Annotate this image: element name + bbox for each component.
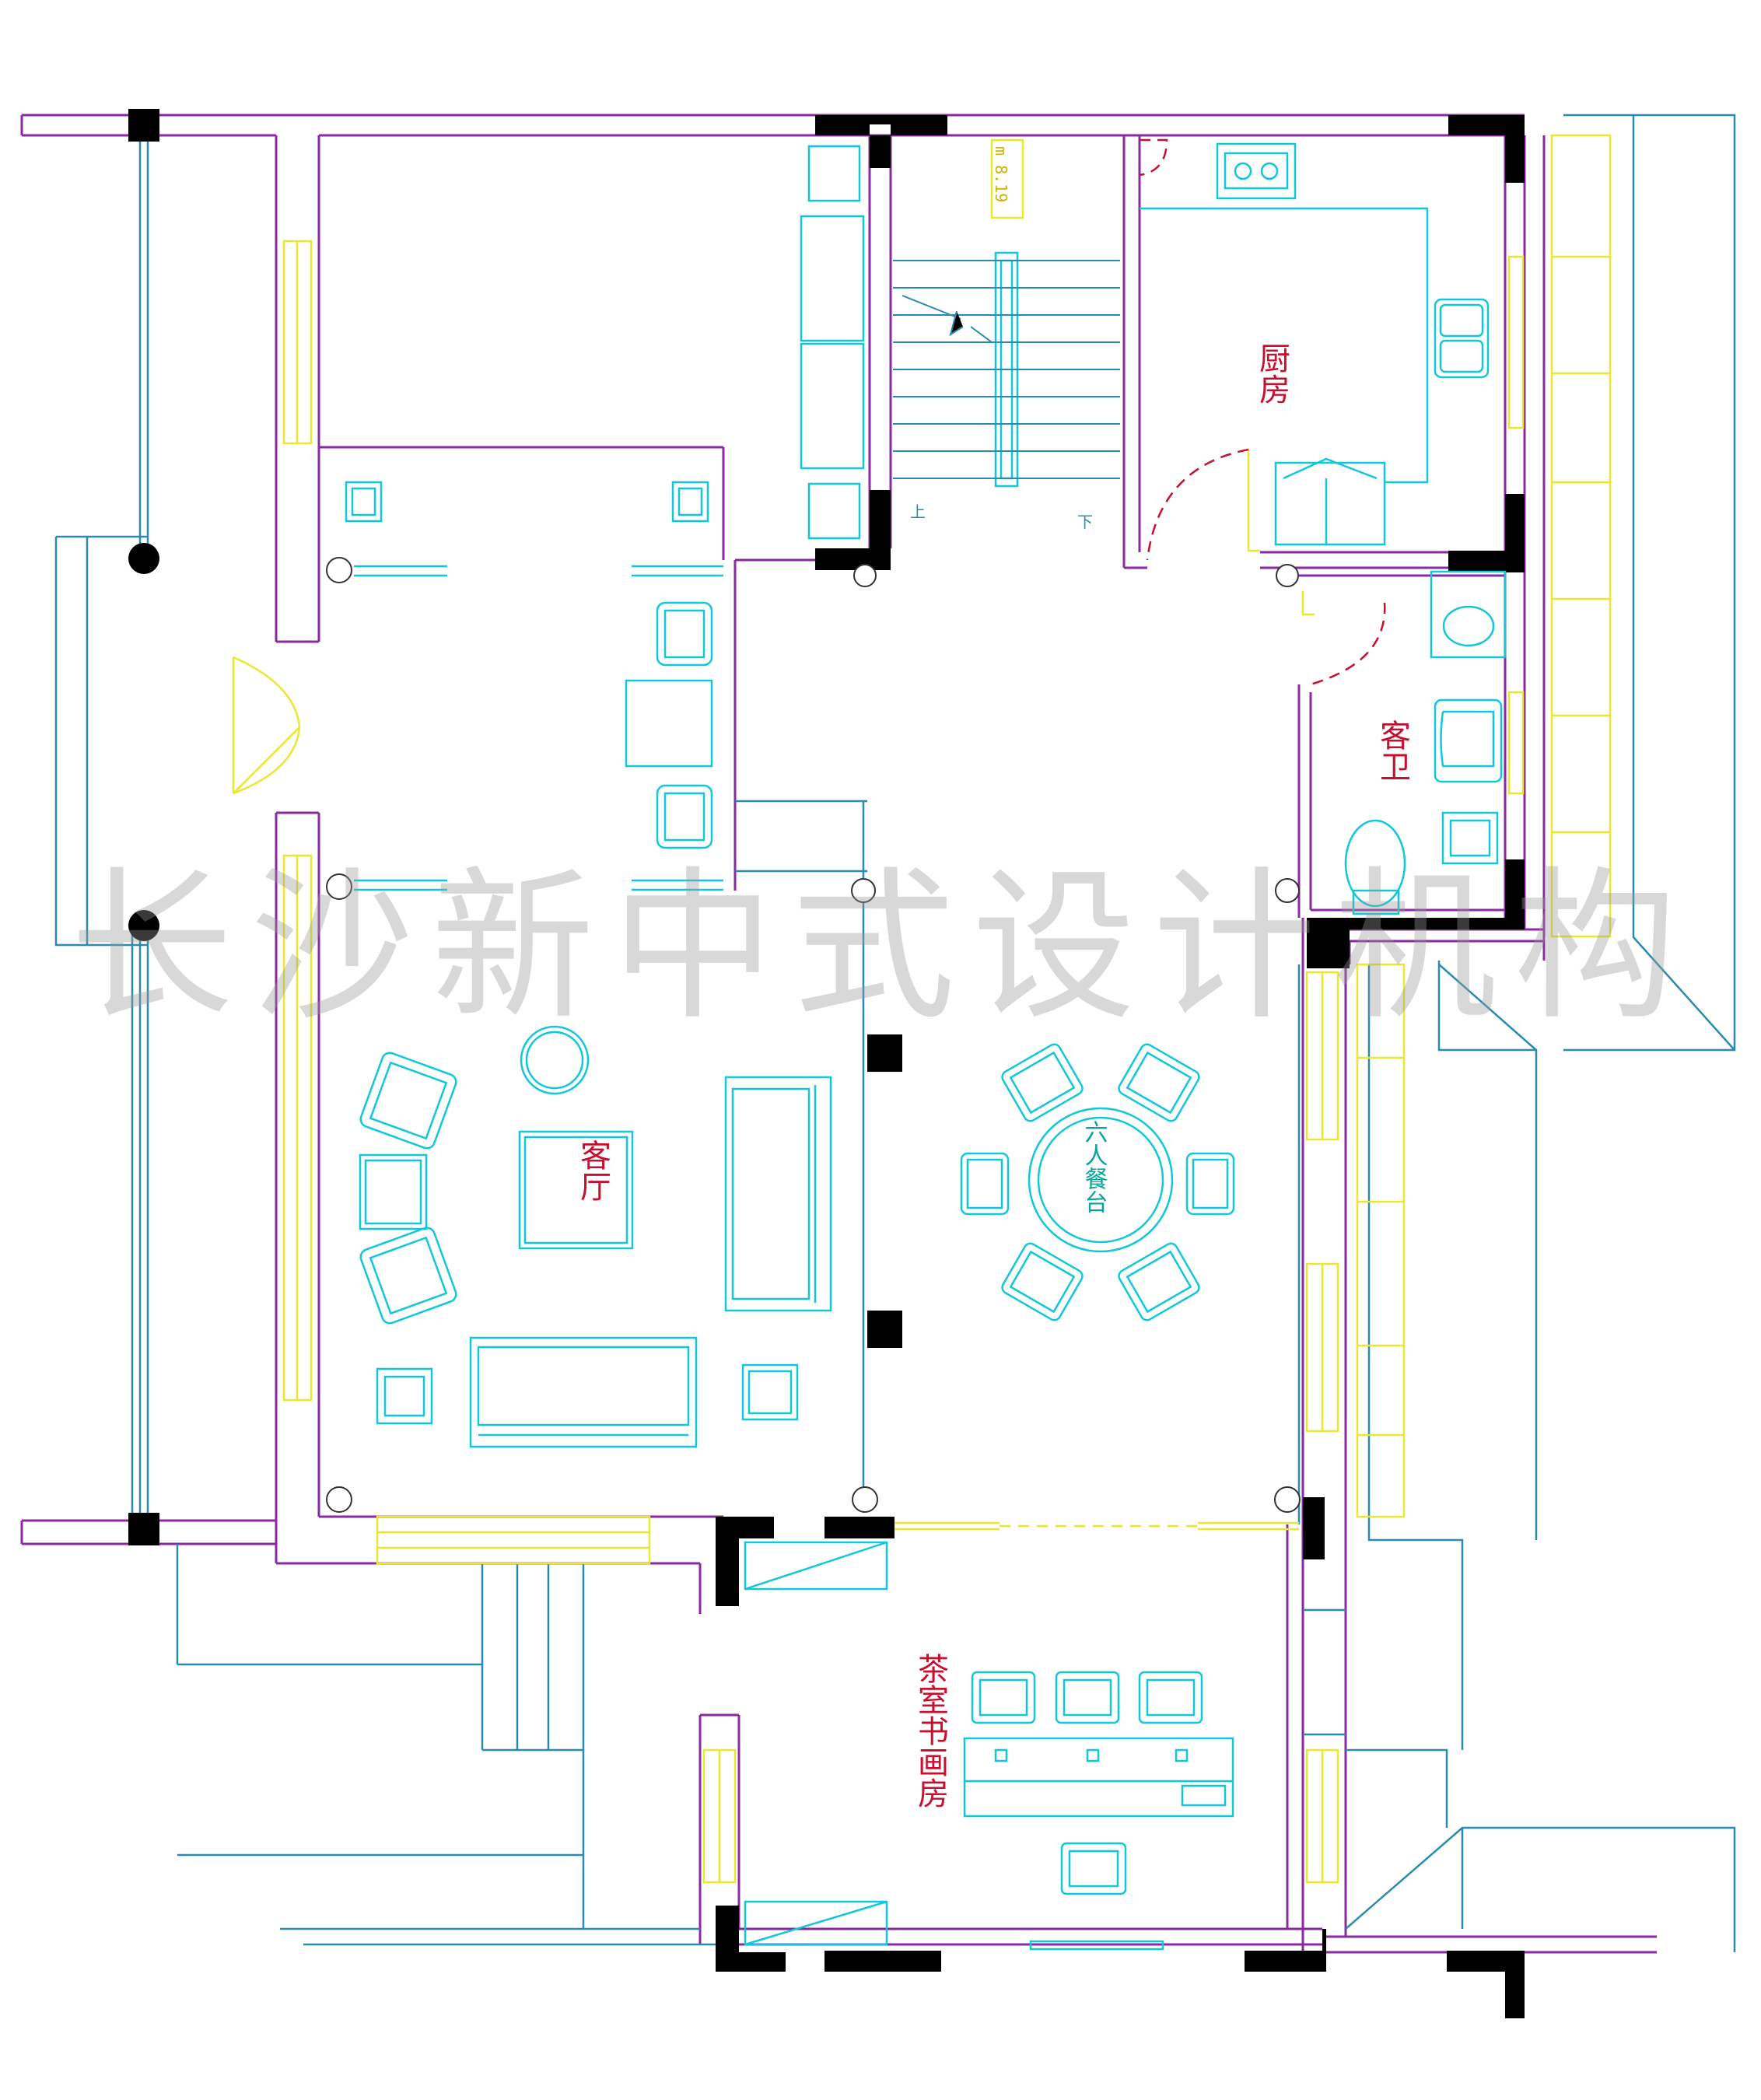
room-label-kitchen: 厨房: [1254, 342, 1290, 404]
room-label-guest-bath: 客卫: [1374, 719, 1410, 782]
watermark: 长沙新中式设计机构: [70, 852, 1694, 1042]
round-posts: [128, 543, 1301, 1513]
dimension-label: m 8.19: [992, 146, 1010, 202]
room-label-living-room: 客厅: [575, 1139, 611, 1202]
room-label-dining-table: 六人餐台: [1080, 1120, 1108, 1213]
furniture: [345, 142, 1507, 1951]
stair-treads: [893, 260, 1120, 479]
labels: 厨房 客厅 客卫 六人餐台 茶室书画房 m 8.19 上 下: [575, 146, 1410, 1808]
door-swings: [1139, 138, 1386, 686]
columns: [128, 109, 1525, 2018]
structure-lines: [54, 114, 1736, 1952]
windows: [232, 134, 1612, 1884]
room-label-tea-room: 茶室书画房: [912, 1653, 948, 1808]
stair-label-up: 上: [910, 502, 926, 521]
stair-label-down: 下: [1077, 513, 1093, 531]
